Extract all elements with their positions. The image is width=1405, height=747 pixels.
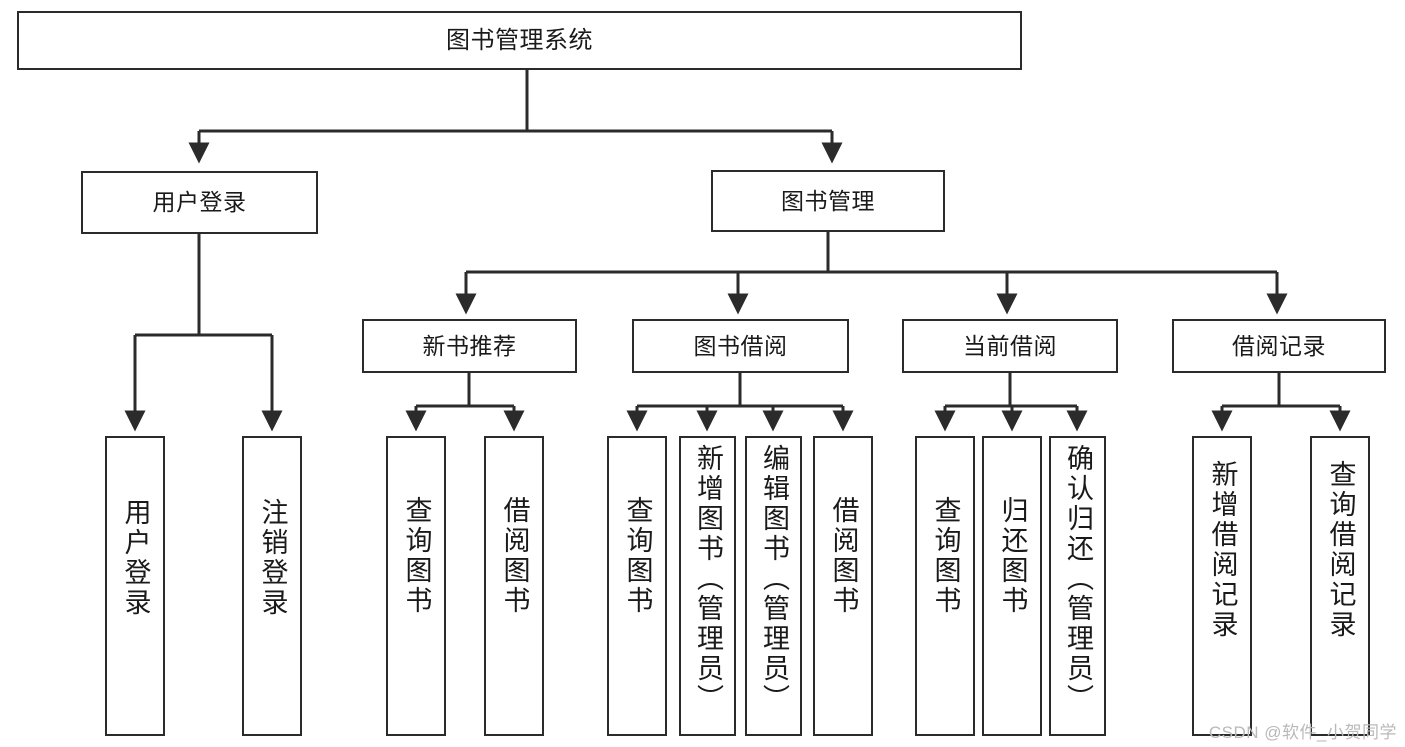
leaf-cb-query-book[interactable]: 查询图书 [915,436,975,736]
node-label: 查询借阅记录 [1325,460,1356,640]
node-new-book-recommend[interactable]: 新书推荐 [362,319,577,373]
leaf-nbr-query-book[interactable]: 查询图书 [386,436,446,736]
node-label: 查询图书 [622,496,653,616]
node-label: 新书推荐 [422,332,517,359]
leaf-nbr-borrow-book[interactable]: 借阅图书 [484,436,544,736]
leaf-cb-return-book[interactable]: 归还图书 [982,436,1042,736]
node-label: 借阅记录 [1232,332,1326,359]
node-label: 新增图书（管理员） [693,444,723,714]
leaf-bb-add-book[interactable]: 新增图书（管理员） [679,436,736,736]
node-label: 借阅图书 [499,496,530,616]
node-label: 归还图书 [997,496,1028,616]
node-label: 新增借阅记录 [1207,460,1238,640]
node-root-book-management-system[interactable]: 图书管理系统 [17,11,1022,70]
leaf-cb-confirm-return[interactable]: 确认归还（管理员） [1049,436,1106,736]
leaf-br-query-record[interactable]: 查询借阅记录 [1310,436,1370,736]
leaf-user-logout[interactable]: 注销登录 [242,436,302,736]
node-label: 用户登录 [152,189,247,216]
node-current-borrow[interactable]: 当前借阅 [902,319,1118,373]
leaf-bb-edit-book[interactable]: 编辑图书（管理员） [745,436,802,736]
node-book-management[interactable]: 图书管理 [711,170,945,232]
node-label: 编辑图书（管理员） [759,444,789,714]
leaf-br-add-record[interactable]: 新增借阅记录 [1192,436,1252,736]
leaf-bb-borrow-book[interactable]: 借阅图书 [813,436,873,736]
node-book-borrow[interactable]: 图书借阅 [632,319,849,373]
watermark-text: CSDN @软件_小贺同学 [1208,723,1397,742]
node-label: 图书管理系统 [446,26,593,54]
node-label: 图书借阅 [693,332,788,359]
node-label: 用户登录 [120,498,151,618]
node-borrow-record[interactable]: 借阅记录 [1172,319,1386,373]
leaf-bb-query-book[interactable]: 查询图书 [607,436,667,736]
node-label: 借阅图书 [828,496,859,616]
node-label: 确认归还（管理员） [1063,444,1093,714]
node-label: 查询图书 [401,496,432,616]
node-label: 查询图书 [930,496,961,616]
leaf-user-login-do[interactable]: 用户登录 [105,436,165,736]
node-label: 当前借阅 [963,332,1057,359]
node-user-login[interactable]: 用户登录 [81,171,318,234]
node-label: 图书管理 [781,187,875,214]
node-label: 注销登录 [257,498,288,618]
